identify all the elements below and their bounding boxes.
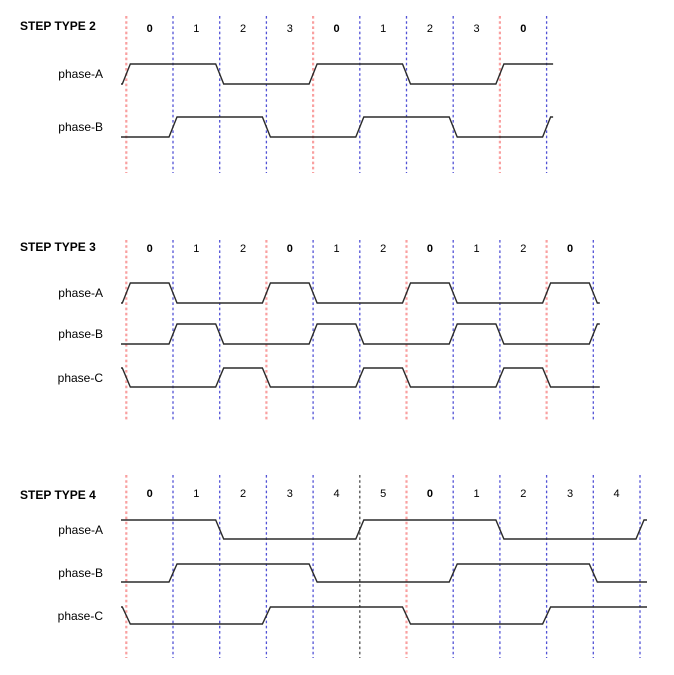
step-number: 2 (520, 243, 527, 255)
waveform-phase-A (121, 282, 600, 304)
step-number: 0 (146, 488, 153, 500)
step-number: 0 (146, 23, 153, 35)
phase-label: phase-B (58, 120, 103, 134)
step-number: 2 (380, 243, 387, 255)
step-number: 0 (146, 243, 153, 255)
step-number: 0 (426, 243, 433, 255)
step-number: 5 (380, 488, 387, 500)
section-title: STEP TYPE 2 (20, 19, 96, 33)
step-number: 0 (286, 243, 293, 255)
phase-label: phase-A (58, 286, 103, 300)
step-number: 3 (566, 488, 574, 500)
phase-label: phase-B (58, 327, 103, 341)
waveform-phase-B (121, 323, 600, 345)
step-number: 4 (613, 488, 620, 500)
waveform-phase-B (121, 563, 647, 583)
step-number: 2 (239, 488, 247, 500)
step-number: 1 (473, 243, 480, 255)
step-number: 0 (333, 23, 340, 35)
phase-label: phase-C (57, 608, 103, 623)
step-number: 0 (426, 488, 433, 500)
waveform-phase-B (121, 116, 554, 138)
step-number: 4 (333, 488, 340, 500)
step-number: 1 (193, 488, 200, 500)
step-number: 0 (566, 243, 574, 255)
phase-label: phase-C (57, 370, 103, 385)
step-number: 2 (426, 23, 433, 35)
step-number: 1 (473, 488, 480, 500)
waveform-phase-C (121, 367, 600, 388)
step-number: 3 (286, 488, 293, 500)
waveform-phase-A (121, 63, 554, 85)
step-number: 2 (520, 488, 527, 500)
step-number: 3 (286, 23, 293, 35)
step-number: 1 (193, 243, 200, 255)
step-number: 1 (333, 243, 340, 255)
section-title: STEP TYPE 4 (20, 488, 96, 502)
step-number: 1 (193, 23, 200, 35)
phase-label: phase-B (58, 566, 103, 580)
waveform-phase-A (121, 519, 647, 540)
step-number: 2 (239, 243, 247, 255)
step-number: 1 (380, 23, 387, 35)
step-number: 0 (520, 23, 527, 35)
phase-label: phase-A (58, 522, 103, 537)
waveform-phase-C (121, 606, 647, 625)
step-number: 2 (239, 23, 247, 35)
section-title: STEP TYPE 3 (20, 240, 96, 254)
step-number: 3 (473, 23, 480, 35)
phase-label: phase-A (58, 67, 103, 81)
